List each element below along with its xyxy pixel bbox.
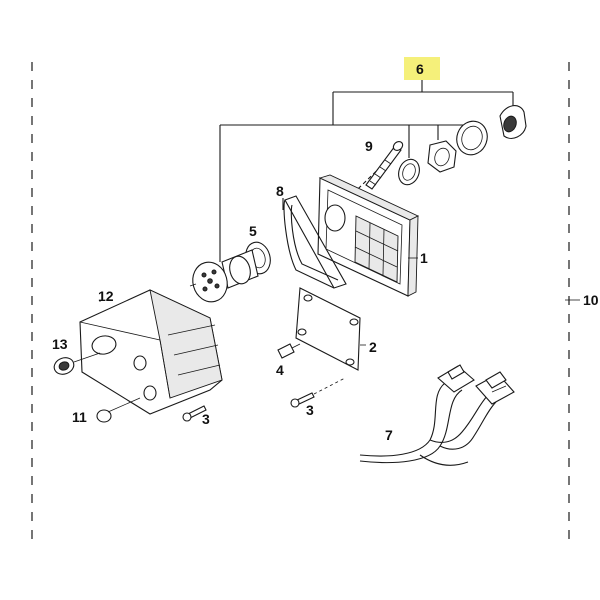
- part-1-housing: [317, 174, 420, 297]
- part-3-screw-lower-left: [182, 405, 207, 422]
- part-5-ignition-switch: [189, 241, 271, 303]
- callout-13: 13: [52, 336, 68, 352]
- callout-6-highlight: [404, 57, 440, 80]
- callout-8: 8: [276, 183, 284, 199]
- callout-5: 5: [249, 223, 257, 239]
- callout-1: 1: [420, 250, 428, 266]
- part-3-screw-right: [290, 377, 346, 408]
- part-13-grommet: [53, 352, 101, 375]
- part-2-mounting-plate: [295, 287, 366, 371]
- callout-12: 12: [98, 288, 114, 304]
- callout-2: 2: [369, 339, 377, 355]
- callout-6: 6: [416, 61, 424, 77]
- part-8-gasket: [282, 195, 347, 289]
- part-7-wiring-harness: [359, 364, 515, 466]
- callout-7: 7: [385, 427, 393, 443]
- callout-4: 4: [276, 362, 284, 378]
- callout-11: 11: [72, 409, 87, 425]
- part-6-nut-washer-set: [398, 105, 527, 186]
- callout-3-right: 3: [306, 402, 314, 418]
- callout-9: 9: [365, 138, 373, 154]
- part-12-cover: [79, 289, 223, 415]
- callout-6-leader-bracket: [219, 80, 514, 262]
- part-4-pin: [277, 343, 301, 359]
- callout-10: 10: [583, 292, 599, 308]
- part-11-plug: [96, 397, 141, 423]
- callout-3-left: 3: [202, 411, 210, 427]
